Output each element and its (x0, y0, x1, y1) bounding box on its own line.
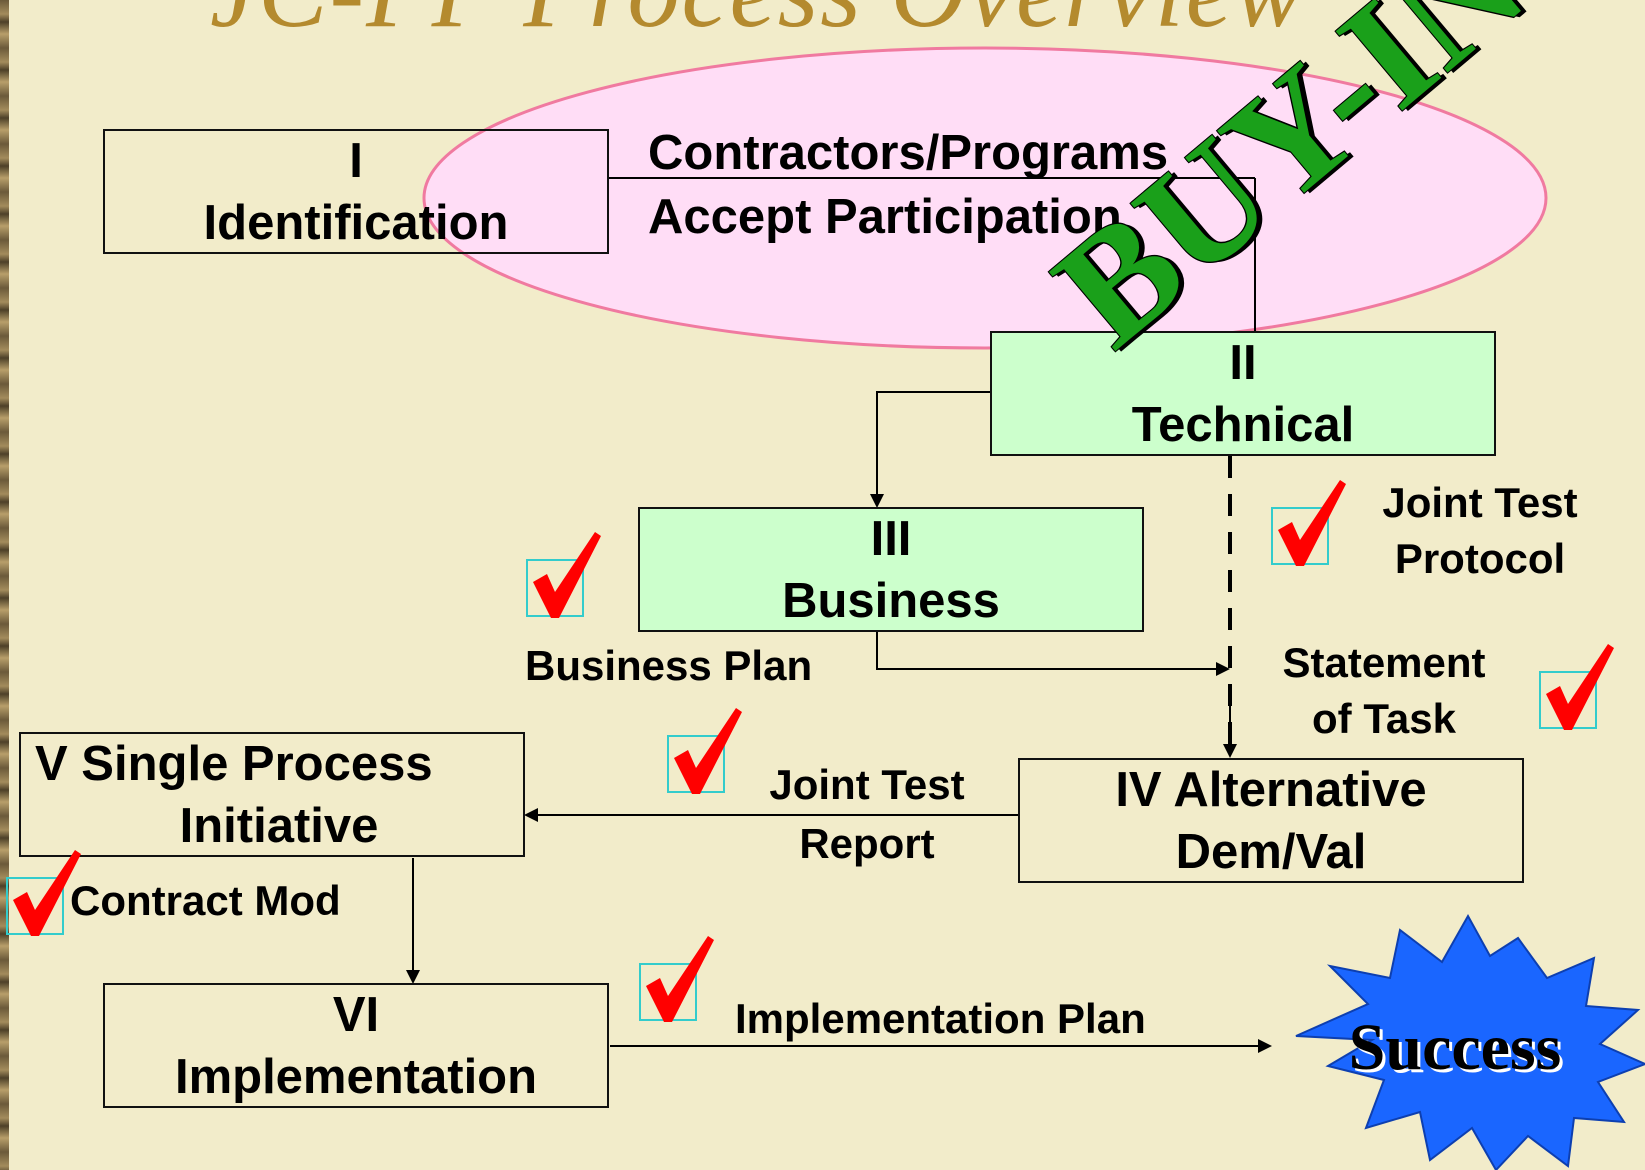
checkmark-icon (1539, 644, 1614, 730)
stage-business: III Business (638, 507, 1144, 632)
checkmark-icon (526, 532, 601, 618)
label-contractors-line1: Contractors/Programs (648, 126, 1169, 180)
connector-technical-business (870, 391, 990, 508)
label-statement-line2: of Task (1312, 695, 1456, 742)
stage-implementation-number: VI (332, 987, 380, 1042)
success-starburst-icon (1295, 913, 1645, 1170)
checkmark-icon (1271, 480, 1346, 566)
connector-business-plan (876, 632, 1230, 676)
label-statement-line1: Statement (1282, 639, 1486, 686)
label-business-plan: Business Plan (525, 642, 813, 689)
stage-technical-number: II (1229, 335, 1257, 390)
stage-alternative: IV Alternative Dem/Val (1018, 758, 1524, 883)
label-joint-test-protocol-line2: Protocol (1394, 535, 1566, 582)
success-label: Success (1348, 1011, 1562, 1084)
stage-identification-number: I (349, 133, 363, 188)
buy-in-ellipse (422, 46, 1548, 350)
stage-single-process-line1: V Single Process (35, 736, 433, 791)
stage-business-name: Business (782, 573, 1000, 628)
checkmark-icon (667, 708, 742, 794)
label-contract-mod: Contract Mod (70, 877, 341, 924)
stage-single-process: V Single Process Initiative (19, 732, 525, 857)
slide-title: JC-PP Process Overview (210, 0, 1510, 44)
stage-alternative-line2: Dem/Val (1175, 824, 1367, 879)
stage-identification-name: Identification (203, 195, 509, 250)
label-joint-test-report-line2: Report (799, 820, 935, 867)
stage-technical: II Technical (990, 331, 1496, 456)
stage-implementation: VI Implementation (103, 983, 609, 1108)
label-implementation-plan: Implementation Plan (735, 995, 1146, 1042)
label-joint-test-protocol-line1: Joint Test (1382, 479, 1578, 526)
stage-implementation-name: Implementation (174, 1049, 538, 1104)
label-contractors-line2: Accept Participation (648, 190, 1122, 244)
checkmark-icon (639, 936, 714, 1022)
checkmark-icon (6, 850, 81, 936)
left-edge-texture (0, 0, 9, 1170)
stage-alternative-line1: IV Alternative (1115, 762, 1427, 817)
stage-technical-name: Technical (1131, 397, 1355, 452)
stage-business-number: III (870, 511, 912, 566)
stage-single-process-line2: Initiative (179, 798, 379, 853)
stage-identification: I Identification (103, 129, 609, 254)
label-joint-test-report-line1: Joint Test (769, 761, 965, 808)
